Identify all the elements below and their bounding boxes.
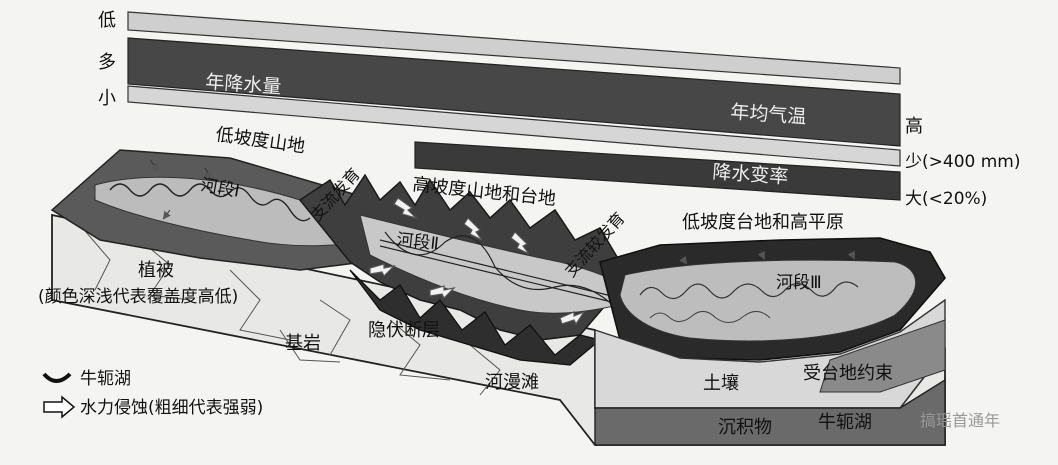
small-erosion-arrows — [149, 159, 855, 265]
label-vegetation-note: (颜色深浅代表覆盖度高低) — [38, 287, 238, 307]
erosion-arrows — [369, 197, 586, 326]
band-label-temperature: 年均气温 — [730, 101, 807, 128]
label-sediment: 沉积物 — [718, 417, 772, 438]
band-label-variability: 降水变率 — [712, 161, 789, 188]
terrain-block — [50, 149, 946, 446]
label-var-large: 大(<20%) — [905, 189, 987, 209]
label-var-small: 小 — [98, 88, 116, 109]
climate-bands — [127, 11, 901, 201]
segment-3-meanders-2 — [649, 311, 771, 323]
segment-3-meanders — [639, 281, 859, 300]
watermark: 搞瑶首通年 — [920, 411, 1000, 430]
legend: 牛轭湖 水力侵蚀(粗细代表强弱) — [42, 369, 263, 419]
sediment-layer — [594, 378, 946, 446]
platform-constraint-band — [819, 319, 946, 393]
high-slope-lower-ridge — [349, 269, 602, 366]
label-low-slope-mountain: 低坡度山地 — [214, 124, 306, 157]
label-soil: 土壤 — [703, 373, 739, 394]
label-precip-more: 多 — [98, 52, 116, 73]
label-precip-less: 少(>400 mm) — [905, 152, 1020, 172]
label-vegetation: 植被 — [138, 260, 174, 281]
label-temp-low: 低 — [98, 10, 116, 31]
label-temp-high: 高 — [905, 116, 923, 137]
segment-2-river — [379, 231, 621, 308]
label-platform-constraint: 受台地约束 — [803, 363, 893, 384]
variability-light-band — [127, 85, 901, 167]
erosion-arrow-icon — [43, 395, 76, 419]
temperature-light-band — [127, 11, 901, 85]
label-low-slope-plateau: 低坡度台地和高平原 — [682, 212, 844, 233]
label-bedrock: 基岩 — [285, 333, 321, 354]
band-label-precipitation: 年降水量 — [205, 71, 282, 98]
label-segment-2: 河段Ⅱ — [395, 230, 439, 254]
label-hidden-fault: 隐伏断层 — [368, 320, 440, 341]
legend-oxbow-lake: 牛轭湖 — [80, 369, 131, 389]
label-segment-3: 河段Ⅲ — [776, 273, 822, 293]
oxbow-lake-icon — [42, 372, 72, 383]
segment-1-river — [109, 183, 311, 222]
label-floodplain: 河漫滩 — [485, 372, 539, 393]
legend-erosion: 水力侵蚀(粗细代表强弱) — [80, 398, 263, 418]
label-oxbow-lake: 牛轭湖 — [818, 412, 872, 433]
precipitation-band — [127, 37, 901, 147]
variability-dark-band — [414, 141, 901, 201]
bedrock-cracks — [79, 224, 501, 396]
segment-3-plain — [619, 259, 917, 342]
